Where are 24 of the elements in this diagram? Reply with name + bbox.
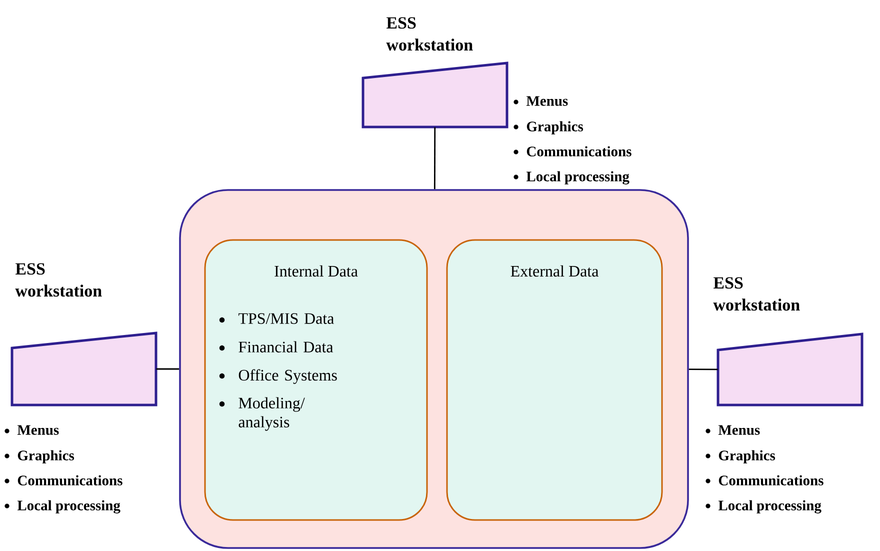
bullet-item: Local processing	[514, 171, 630, 184]
box-heading: Internal Data	[274, 265, 358, 277]
bullet-item: Graphics	[4, 450, 74, 464]
bullet-item: TPS/MIS Data	[219, 313, 334, 324]
bullet-item: Menus	[4, 425, 59, 435]
bullet-item: Menus	[706, 425, 760, 435]
bullet-item: Communications	[4, 475, 122, 486]
node-heading: ESS workstation	[15, 263, 102, 297]
bullet-item: Communications	[514, 146, 632, 156]
bullet-item: Local processing	[4, 500, 120, 514]
connector-line	[434, 127, 436, 190]
connector-line	[156, 368, 180, 370]
connector-line	[688, 368, 718, 370]
bullet-item: Graphics	[706, 450, 776, 464]
node-heading: ESS workstation	[386, 17, 473, 51]
bullet-item: Modeling/ analysis	[219, 397, 305, 431]
bullet-item: Communications	[706, 475, 824, 486]
bullet-item: Financial Data	[219, 341, 334, 352]
bullet-item: Local processing	[706, 500, 822, 514]
bullet-item: Office Systems	[219, 369, 337, 384]
bullet-item: Graphics	[514, 121, 584, 134]
bullet-item: Menus	[514, 96, 568, 106]
box-heading: External Data	[510, 265, 598, 277]
node-heading: ESS workstation	[713, 277, 800, 311]
